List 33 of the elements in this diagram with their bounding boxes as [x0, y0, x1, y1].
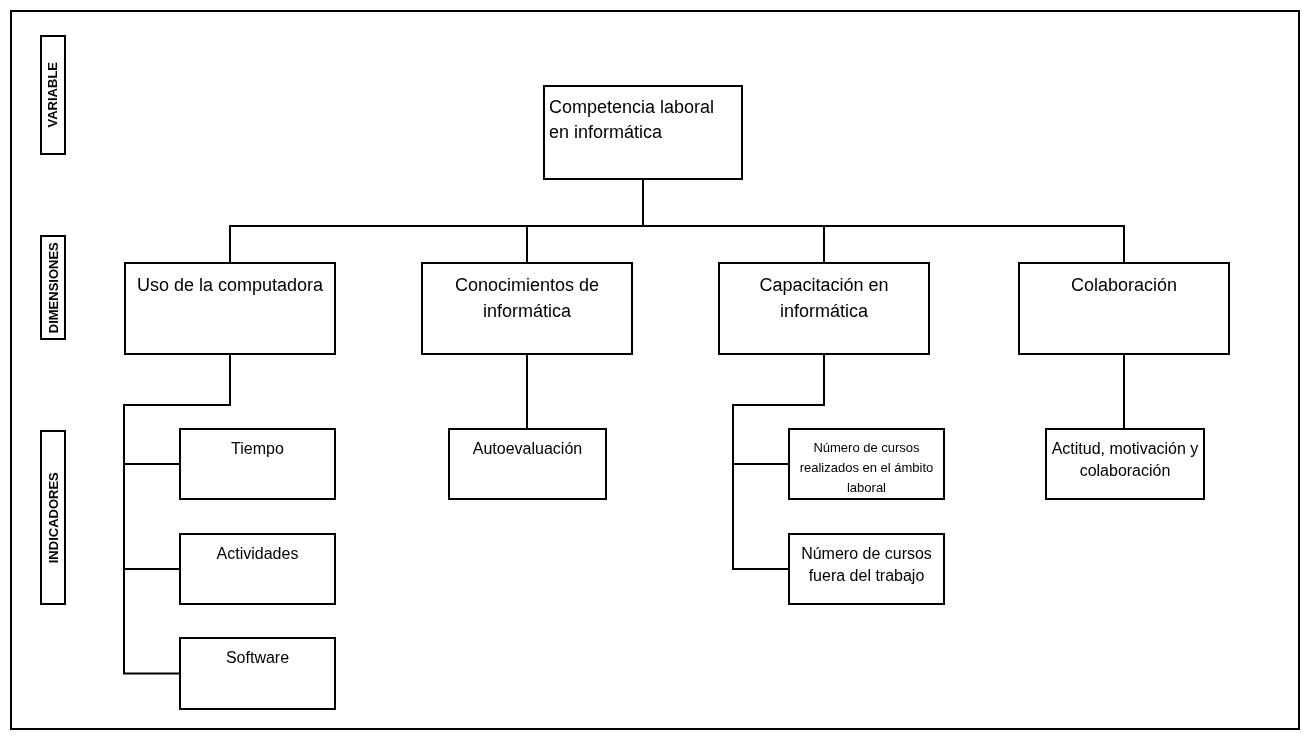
concept-box: [1045, 428, 1205, 500]
concept-box: [421, 262, 633, 355]
box-label: Software: [224, 648, 291, 668]
box-label: Capacitación en informática: [758, 274, 890, 323]
box-label: Uso de la computadora: [135, 274, 325, 297]
box-label: Número de cursos realizados en el ámbito laboral: [798, 439, 935, 497]
box-label: Autoevaluación: [471, 439, 584, 459]
concept-box: [179, 637, 336, 710]
concept-box: [124, 262, 336, 355]
connector-line: [732, 354, 825, 570]
box-label: Actividades: [215, 544, 300, 564]
box-label: Actitud, motivación y colaboración: [1050, 439, 1200, 481]
row-label: DIMENSIONES: [44, 242, 62, 333]
box-label: Colaboración: [1069, 274, 1179, 297]
row-label-box: [40, 235, 66, 340]
concept-box: [179, 428, 336, 500]
row-label: INDICADORES: [44, 472, 62, 563]
box-label: Conocimientos de informática: [453, 274, 601, 323]
box-label: Tiempo: [230, 439, 285, 459]
concept-box: [448, 428, 607, 500]
box-label: Competencia laboral en informática: [548, 96, 716, 144]
connector-line: [526, 354, 528, 429]
box-label: Número de cursos fuera del trabajo: [800, 544, 933, 586]
connector-line: [1123, 354, 1125, 429]
row-label-box: [40, 35, 66, 155]
row-label: VARIABLE: [44, 62, 62, 128]
row-label-box: [40, 430, 66, 605]
concept-box: [1018, 262, 1230, 355]
concept-box: [788, 533, 945, 605]
concept-box: [179, 533, 336, 605]
concept-box: [788, 428, 945, 500]
concept-box: [543, 85, 743, 180]
concept-box: [718, 262, 930, 355]
